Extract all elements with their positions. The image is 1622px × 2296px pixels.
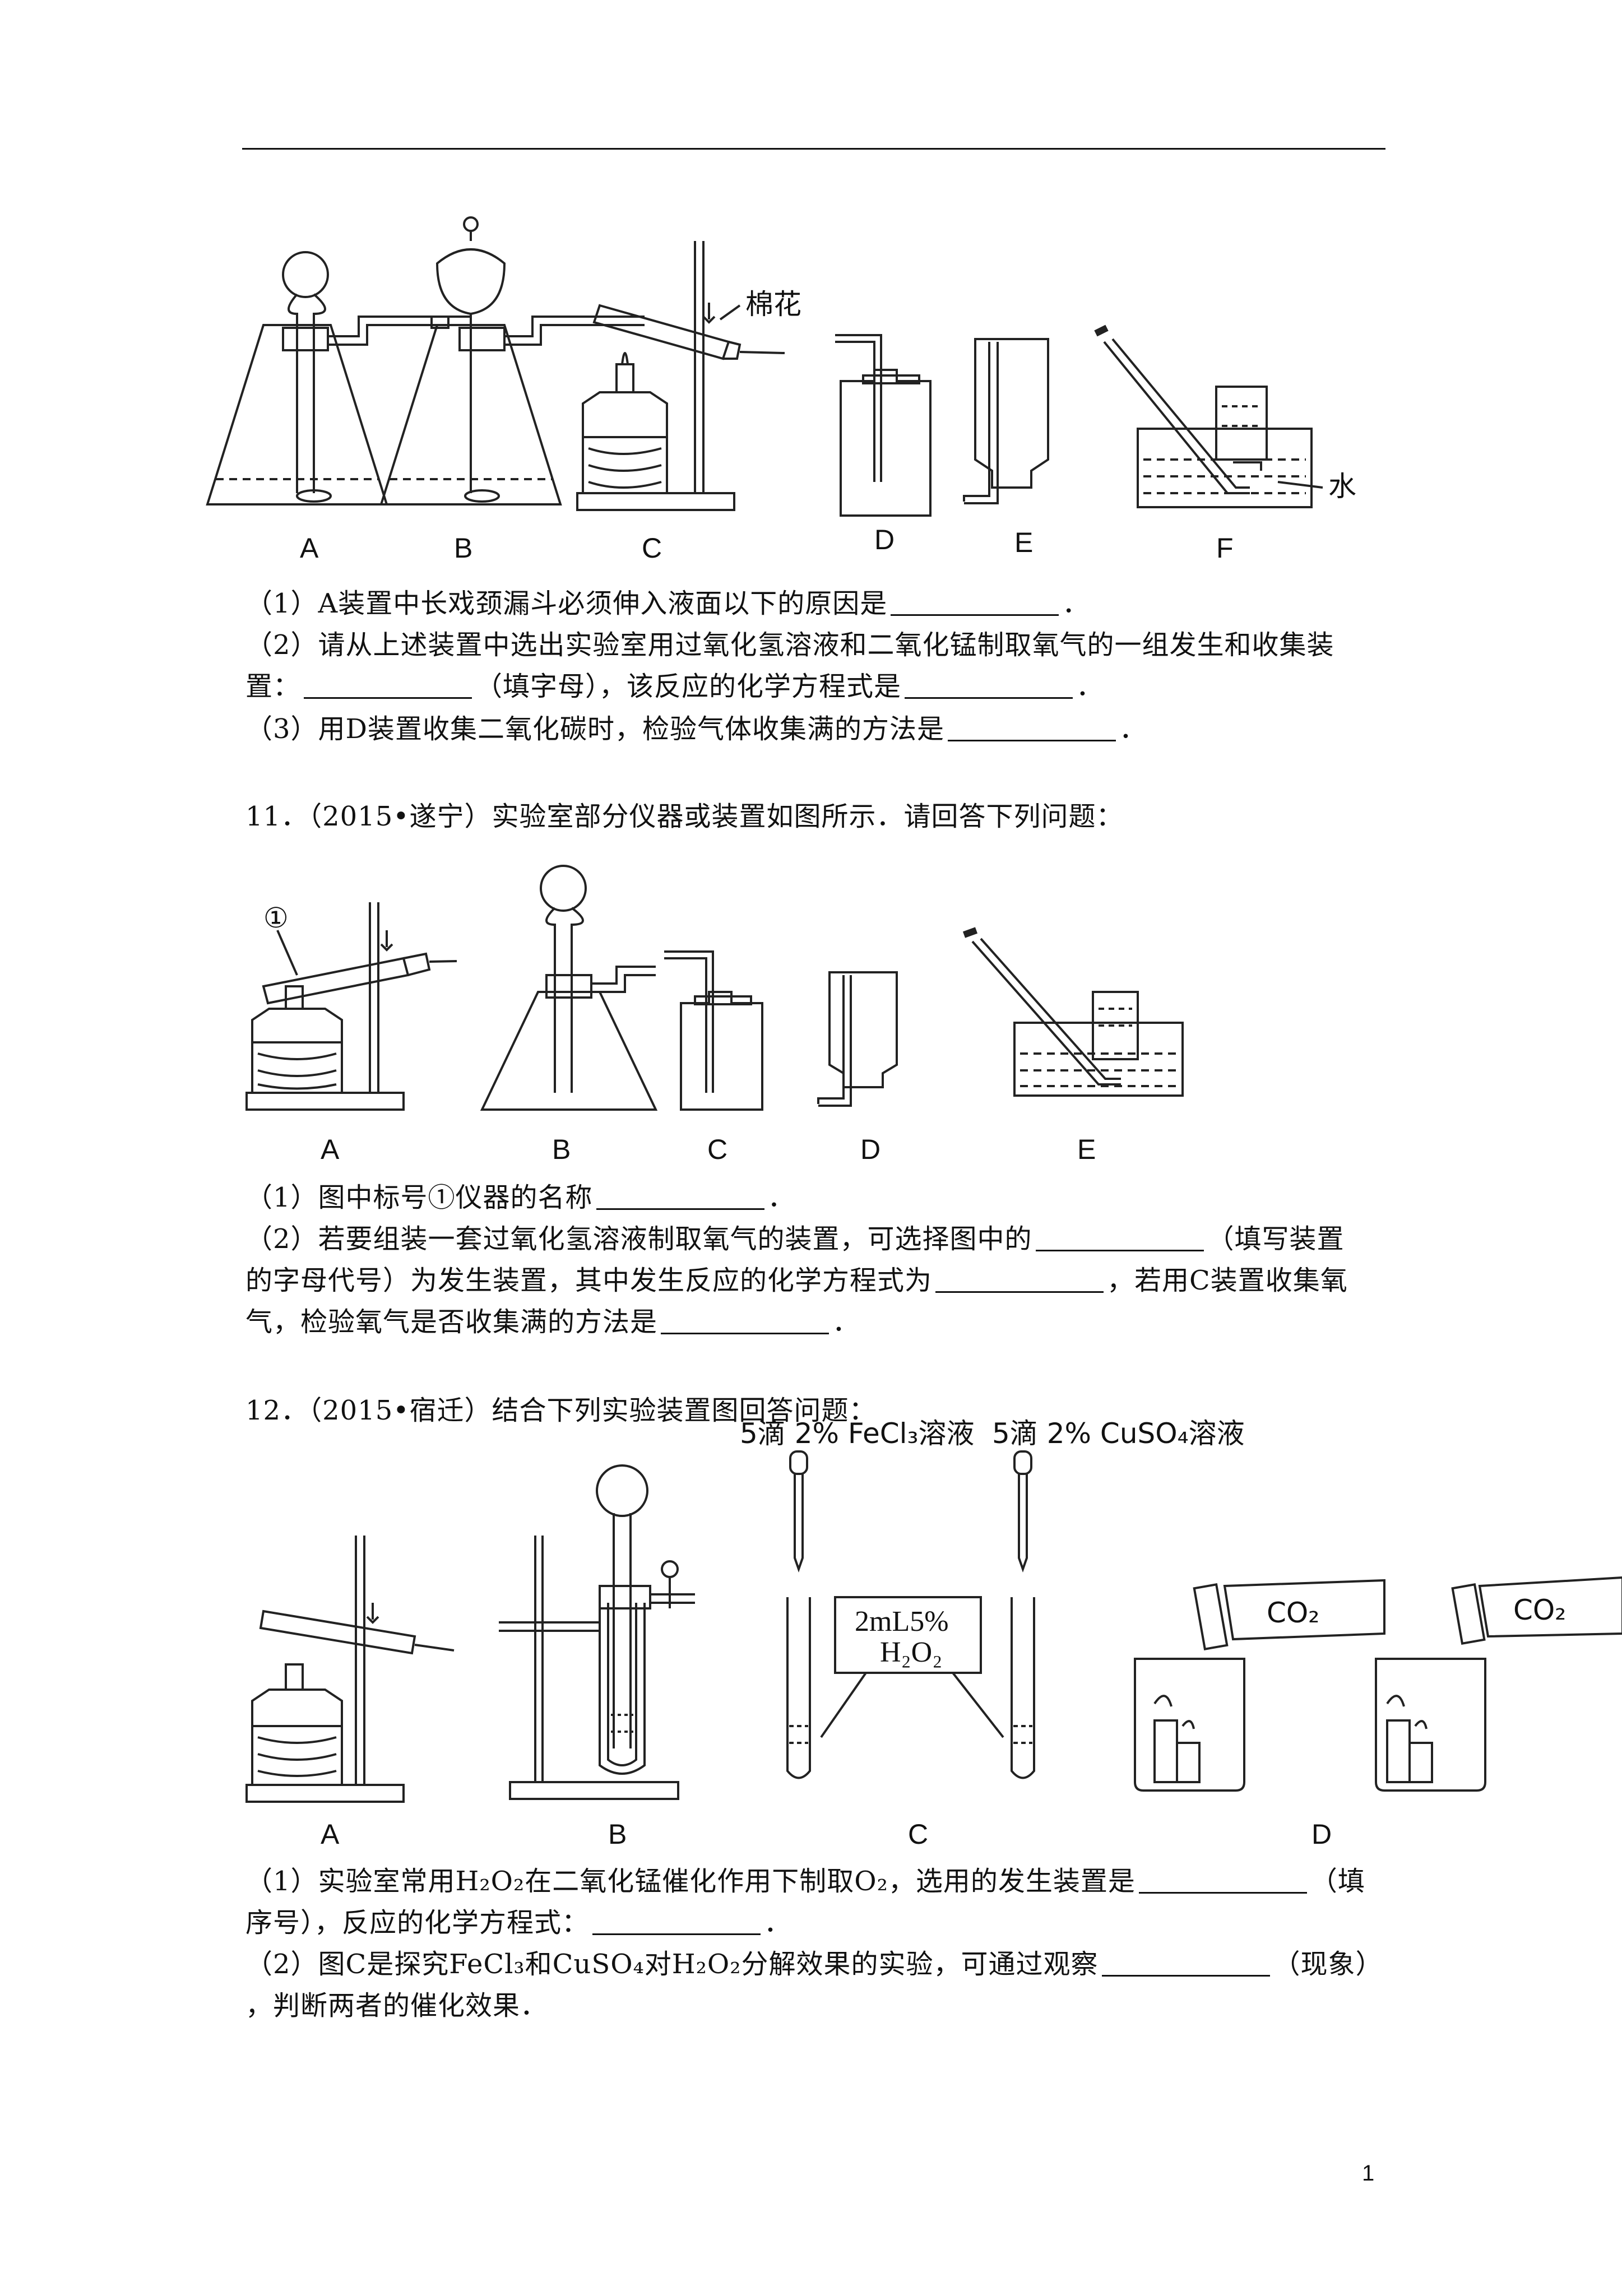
q12-line2: 序号），反应的化学方程式：． — [245, 1907, 792, 1938]
q12-line4: ，判断两者的催化效果． — [245, 1990, 548, 2021]
header-rule — [242, 148, 1385, 150]
figure3-apparatus-a — [245, 1536, 455, 1803]
figure2-label-b: B — [552, 1134, 571, 1165]
figure1-water-label: 水 — [1328, 470, 1356, 503]
figure1-apparatus-e — [963, 338, 1049, 504]
q10-line3: 置：（填字母），该反应的化学方程式是． — [245, 671, 1104, 702]
figure2-label-a: A — [321, 1134, 340, 1165]
q11-line2: （2）若要组装一套过氧化氢溶液制取氧气的装置，可选择图中的（填写装置 — [245, 1223, 1345, 1255]
answer-blank[interactable] — [1035, 1227, 1204, 1251]
figure2-apparatus-a: ① — [245, 902, 457, 1111]
reagent-cuso4: 5滴 2% CuSO₄溶液 — [992, 1417, 1245, 1450]
h2o2-box-line1: 2mL5% — [855, 1606, 949, 1638]
figure1-label-b: B — [454, 532, 472, 564]
co2-label-2: CO₂ — [1513, 1594, 1566, 1626]
figure3-label-c: C — [908, 1819, 928, 1850]
q12-line3: （2）图C是探究FeCl₃和CuSO₄对H₂O₂分解效果的实验，可通过观察（现象… — [245, 1949, 1383, 1980]
figure1-label-e: E — [1014, 527, 1033, 558]
figure1-apparatus-c: 棉花 — [576, 241, 801, 511]
figure2-apparatus-e — [962, 927, 1184, 1097]
q11-title: 11．（2015•遂宁）实验室部分仪器或装置如图所示．请回答下列问题： — [245, 801, 1124, 832]
answer-blank[interactable] — [1138, 1870, 1307, 1894]
q10-line1: （1）A装置中长戏颈漏斗必须伸入液面以下的原因是． — [245, 588, 1090, 619]
figure1-apparatus-b — [379, 216, 645, 505]
figure2-marker: ① — [263, 902, 289, 934]
h2o2-box-line2: H₂O₂ — [880, 1636, 942, 1668]
figure2-label-d: D — [860, 1134, 880, 1165]
answer-blank[interactable] — [1101, 1952, 1270, 1977]
figure2-apparatus-d — [817, 971, 898, 1107]
figure3-apparatus-c — [786, 1450, 1035, 1779]
answer-blank[interactable] — [661, 1310, 829, 1334]
q11-line3: 的字母代号）为发生装置，其中发生反应的化学方程式为，若用C装置收集氧 — [245, 1265, 1348, 1296]
answer-blank[interactable] — [948, 717, 1116, 741]
q10-line4: （3）用D装置收集二氧化碳时，检验气体收集满的方法是． — [245, 713, 1147, 745]
answer-blank[interactable] — [905, 675, 1073, 699]
figure2-apparatus-c — [664, 950, 763, 1111]
q10-line2: （2）请从上述装置中选出实验室用过氧化氢溶液和二氧化锰制取氧气的一组发生和收集装 — [245, 629, 1334, 661]
figure3-apparatus-d: CO₂ CO₂ — [1134, 1576, 1622, 1792]
co2-label-1: CO₂ — [1267, 1597, 1319, 1629]
figure3-label-a: A — [321, 1819, 340, 1850]
answer-blank[interactable] — [891, 592, 1059, 616]
figure3-apparatus-b — [499, 1464, 695, 1800]
q12-title: 12．（2015•宿迁）结合下列实验装置图回答问题： — [245, 1395, 877, 1426]
q12-line1: （1）实验室常用H₂O₂在二氧化锰催化作用下制取O₂，选用的发生装置是（填 — [245, 1866, 1365, 1897]
figure2-label-c: C — [707, 1134, 727, 1165]
figure2-label-e: E — [1077, 1134, 1096, 1165]
figure1-cotton-label: 棉花 — [745, 288, 801, 321]
reagent-fecl3: 5滴 2% FeCl₃溶液 — [740, 1417, 975, 1450]
page-number: 1 — [1362, 2161, 1375, 2186]
figure1-label-d: D — [874, 524, 895, 555]
figure1-apparatus-a — [206, 251, 471, 505]
figure3-label-b: B — [608, 1819, 627, 1850]
figure3-label-d: D — [1311, 1819, 1332, 1850]
figure1-apparatus-f: 水 — [1094, 324, 1356, 508]
q11-line4: 气，检验氧气是否收集满的方法是． — [245, 1306, 860, 1338]
figure2-apparatus-b — [480, 865, 658, 1111]
q11-line1: （1）图中标号①仪器的名称． — [245, 1182, 795, 1213]
figure1-label-a: A — [300, 532, 319, 564]
figure1-apparatus-d — [835, 334, 932, 517]
answer-blank[interactable] — [304, 675, 472, 699]
answer-blank[interactable] — [935, 1269, 1104, 1293]
figure1-label-f: F — [1216, 532, 1234, 564]
answer-blank[interactable] — [592, 1911, 761, 1935]
answer-blank[interactable] — [596, 1186, 764, 1210]
figure1-label-c: C — [642, 532, 662, 564]
